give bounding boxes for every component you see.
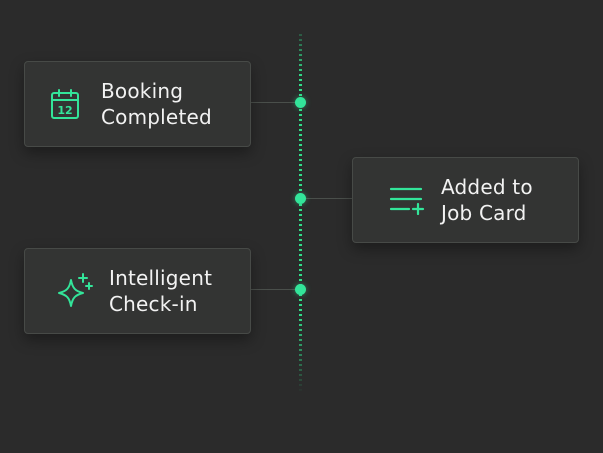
connector-booking xyxy=(250,102,300,103)
card-label-line1: Booking xyxy=(101,79,184,103)
timeline-dotted-line xyxy=(299,34,302,394)
card-label-line1: Added to xyxy=(441,175,533,199)
calendar-icon: 12 xyxy=(49,88,81,120)
timeline-card-added-to-job-card: Added to Job Card xyxy=(352,157,579,243)
timeline-card-booking-completed: 12 Booking Completed xyxy=(24,61,251,147)
timeline-dot-check-in xyxy=(295,284,306,295)
timeline-dot-booking xyxy=(295,97,306,108)
card-label: Added to Job Card xyxy=(441,174,533,226)
timeline-dot-job-card xyxy=(295,193,306,204)
card-label-line2: Job Card xyxy=(441,201,527,225)
card-label: Booking Completed xyxy=(101,78,212,130)
card-label-line2: Check-in xyxy=(109,292,198,316)
card-label-line2: Completed xyxy=(101,105,212,129)
sparkle-icon xyxy=(55,272,93,310)
connector-job-card xyxy=(301,198,353,199)
list-add-icon xyxy=(389,185,425,215)
calendar-icon-text: 12 xyxy=(57,104,72,117)
card-label: Intelligent Check-in xyxy=(109,265,212,317)
connector-check-in xyxy=(250,289,300,290)
timeline-card-intelligent-check-in: Intelligent Check-in xyxy=(24,248,251,334)
card-label-line1: Intelligent xyxy=(109,266,213,290)
